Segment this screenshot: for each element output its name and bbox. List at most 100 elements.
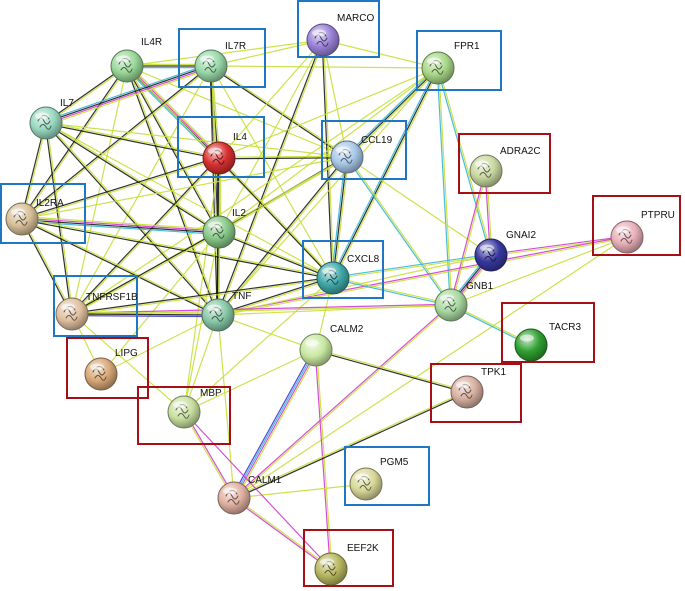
edge-line-coexpression	[21, 219, 219, 234]
edge-marco-tnf	[216, 39, 325, 316]
highlight-box-blue-il4	[177, 116, 265, 178]
edge-tnf-mbp	[183, 314, 219, 413]
edge-cxcl8-tnfrsf1b	[71, 276, 334, 316]
node-label-tacr3: TACR3	[549, 322, 581, 333]
node-label-tnfrsf1b: TNFRSF1B	[86, 292, 138, 303]
edge-line-experiments	[183, 411, 332, 570]
node-highlight	[173, 401, 187, 409]
edge-line-text-mining	[218, 237, 628, 317]
edge-line-text-mining	[183, 157, 220, 413]
node-highlight	[207, 304, 221, 312]
node-sphere-gnb1	[434, 288, 468, 322]
highlight-box-blue-marco	[297, 0, 380, 58]
edge-tnf-calm1	[217, 314, 235, 499]
edge-tnf-lipg	[100, 314, 219, 375]
edge-line-text-mining	[46, 67, 212, 126]
edge-line-database	[45, 63, 211, 122]
edge-line-coexpression	[45, 123, 219, 160]
edge-line-text-mining	[183, 349, 317, 413]
highlight-box-red-lipg	[66, 337, 149, 399]
edge-line-database	[331, 67, 438, 278]
node-highlight	[208, 147, 222, 155]
edge-line-coexpression	[45, 64, 127, 123]
edge-il7r-tnfrsf1b	[71, 65, 212, 315]
node-mbp: MBP	[167, 388, 222, 429]
node-il7: IL7	[29, 98, 74, 140]
edge-line-database	[332, 278, 451, 307]
edge-il7r-marco	[210, 39, 324, 67]
edge-line-coexpression	[217, 158, 333, 279]
node-il4r: IL4R	[110, 37, 162, 83]
edge-line-text-mining	[218, 155, 347, 158]
node-highlight	[90, 363, 104, 371]
edge-line-text-mining	[322, 39, 348, 158]
highlight-box-red-tacr3	[501, 302, 595, 363]
highlight-box-red-eef2k	[303, 529, 394, 587]
highlight-box-red-mbp	[137, 386, 231, 445]
highlight-box-blue-tnfrsf1b	[53, 275, 138, 337]
node-sphere-il2ra	[5, 202, 39, 236]
edge-line-text-mining	[217, 254, 492, 316]
edge-line-text-mining	[234, 496, 332, 569]
node-label-il7r: IL7R	[225, 41, 246, 52]
edge-line-experiments	[22, 217, 220, 232]
highlight-box-red-tpk1	[430, 363, 522, 423]
edge-line-text-mining	[218, 40, 325, 316]
edge-line-text-mining	[72, 232, 220, 316]
node-sphere-gnai2	[474, 238, 508, 272]
node-highlight	[61, 303, 75, 311]
node-label-calm1: CALM1	[248, 475, 282, 486]
edge-fpr1-il4	[218, 67, 439, 159]
highlight-box-blue-il7r	[178, 28, 266, 88]
node-label-il4: IL4	[233, 132, 247, 143]
node-highlight	[475, 160, 489, 168]
node-sphere-calm1	[217, 481, 251, 515]
node-sphere-fpr1	[421, 51, 455, 85]
edge-line-database	[332, 253, 491, 278]
edge-line-text-mining	[21, 156, 348, 220]
edge-line-text-mining	[235, 350, 319, 500]
edge-line-text-mining	[219, 230, 334, 278]
node-sphere-il4r	[110, 49, 144, 83]
node-highlight	[305, 339, 319, 347]
node-label-ccl19: CCL19	[361, 135, 393, 146]
edge-line-text-mining	[217, 314, 235, 499]
node-sphere-tnf	[201, 298, 235, 332]
edge-line-coexpression	[71, 276, 333, 314]
edge-line-text-mining	[183, 231, 220, 413]
edge-line-text-mining	[126, 39, 324, 67]
edge-line-coexpression	[70, 157, 219, 314]
edge-line-text-mining	[72, 311, 219, 315]
edge-line-text-mining	[438, 67, 493, 255]
edge-il2ra-il2	[21, 216, 220, 235]
node-highlight	[520, 334, 534, 342]
edge-line-experiments	[184, 411, 236, 498]
edge-fpr1-gnai2	[436, 67, 493, 256]
edge-line-neighborhood	[71, 314, 218, 318]
node-adra2c: ADRA2C	[469, 146, 541, 188]
node-label-mbp: MBP	[200, 388, 222, 399]
edge-gnai2-cxcl8	[332, 253, 492, 280]
edge-line-coexpression	[21, 219, 333, 280]
node-sphere-ccl19	[330, 140, 364, 174]
node-marco: MARCO	[306, 13, 374, 57]
edge-il7-tnf	[44, 122, 220, 316]
edge-line-text-mining	[22, 216, 220, 231]
edge-ccl19-il2ra	[21, 156, 348, 220]
edge-line-experiments	[46, 66, 212, 125]
node-tacr3: TACR3	[514, 322, 581, 362]
edge-il4-mbp	[183, 157, 220, 413]
node-il2: IL2	[202, 208, 246, 249]
edge-line-coexpression	[218, 232, 333, 280]
edge-line-neighborhood	[231, 348, 315, 498]
edge-il2ra-cxcl8	[21, 217, 334, 280]
edge-line-text-mining	[218, 67, 439, 233]
edge-line-text-mining	[22, 158, 220, 221]
edge-fpr1-cxcl8	[331, 67, 440, 279]
edge-line-text-mining	[333, 68, 440, 279]
edge-line-text-mining	[347, 156, 453, 305]
node-il2ra: IL2RA	[5, 198, 64, 236]
edge-line-text-mining	[72, 278, 334, 316]
edge-line-experiments	[217, 235, 627, 315]
edge-cxcl8-gnb1	[332, 276, 452, 307]
